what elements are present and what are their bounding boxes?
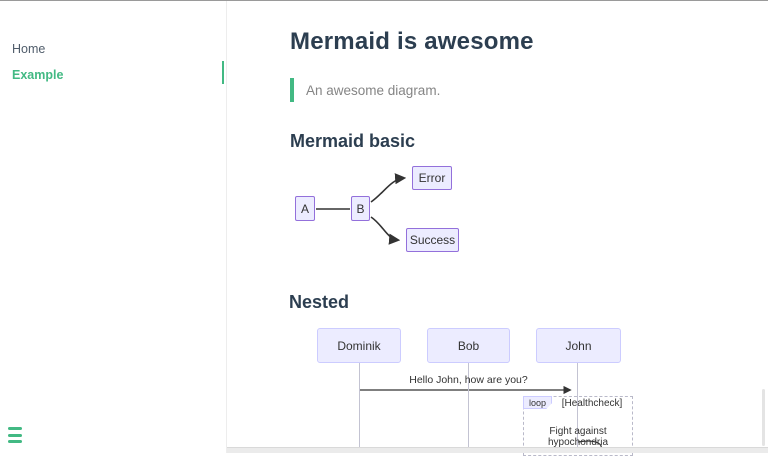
sidebar-item-example[interactable]: Example bbox=[12, 68, 64, 82]
window-bottom-strip bbox=[0, 447, 768, 453]
sidebar-item-home[interactable]: Home bbox=[12, 42, 46, 56]
window-top-edge bbox=[0, 0, 768, 1]
active-item-indicator bbox=[222, 61, 224, 84]
blockquote-text: An awesome diagram. bbox=[306, 83, 441, 98]
hamburger-icon bbox=[8, 427, 24, 443]
scrollbar-thumb[interactable] bbox=[762, 389, 765, 446]
main-content: Mermaid is awesome An awesome diagram. M… bbox=[228, 0, 768, 453]
blockquote: An awesome diagram. bbox=[290, 78, 440, 102]
sidebar: Home Example bbox=[0, 0, 227, 453]
page-title: Mermaid is awesome bbox=[290, 28, 534, 55]
section-heading-mermaid-basic: Mermaid basic bbox=[290, 131, 416, 151]
section-heading-nested: Nested bbox=[289, 292, 350, 312]
sidebar-toggle-button[interactable] bbox=[8, 427, 24, 445]
